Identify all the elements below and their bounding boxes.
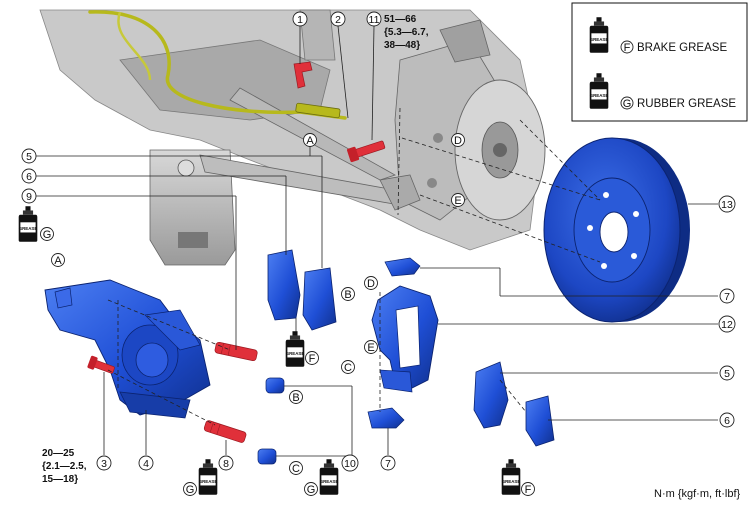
marker-e-bracket: E bbox=[367, 342, 374, 354]
torque-bottom-line-1: 20—25 bbox=[42, 448, 75, 459]
guide-pin-lower bbox=[203, 420, 247, 443]
legend-rubber-grease: RUBBER GREASE bbox=[637, 98, 736, 110]
marker-g-left: G bbox=[43, 229, 52, 241]
pad-outer bbox=[267, 249, 301, 321]
marker-g-10: G bbox=[307, 484, 316, 496]
torque-bottom-line-2: {2.1—2.5, bbox=[42, 461, 87, 472]
torque-spec-top: 51—66 {5.3—6.7, 38—48} bbox=[384, 14, 429, 51]
callout-1: 1 bbox=[297, 14, 303, 26]
callouts: 1 2 11 5 6 9 13 7 12 5 6 3 4 8 10 7 bbox=[21, 11, 736, 472]
grease-tube-g-8 bbox=[198, 459, 218, 495]
marker-d-top: D bbox=[454, 135, 462, 147]
marker-g-8: G bbox=[186, 484, 195, 496]
grease-tube-g-left bbox=[18, 206, 38, 242]
callout-6a: 6 bbox=[26, 171, 32, 183]
pad-inner-replacement bbox=[525, 395, 555, 447]
callout-11: 11 bbox=[369, 14, 380, 26]
legend-g-letter: G bbox=[623, 98, 632, 110]
grease-tube-f-right bbox=[501, 459, 521, 495]
brake-disc bbox=[543, 137, 690, 323]
legend: F BRAKE GREASE G RUBBER GREASE bbox=[571, 2, 748, 122]
callout-6b: 6 bbox=[724, 415, 730, 427]
caliper-bracket bbox=[371, 285, 439, 393]
callout-12: 12 bbox=[721, 319, 733, 331]
pad-inner bbox=[302, 267, 337, 331]
grease-tube-g-10 bbox=[319, 459, 339, 495]
bleeder-screw bbox=[87, 355, 115, 374]
torque-bottom-line-3: 15—18} bbox=[42, 474, 78, 485]
legend-brake-grease: BRAKE GREASE bbox=[637, 42, 727, 54]
marker-f-pads: F bbox=[309, 353, 316, 365]
hose-clip bbox=[293, 61, 313, 89]
callout-5b: 5 bbox=[724, 368, 730, 380]
marker-f-right: F bbox=[525, 484, 532, 496]
letter-markers: A A D E D B E C B C G F G G F bbox=[40, 133, 535, 496]
pin-boot-upper bbox=[265, 377, 285, 394]
callout-10: 10 bbox=[344, 458, 356, 470]
callout-13: 13 bbox=[721, 199, 733, 211]
pad-clip-lower bbox=[367, 407, 405, 429]
callout-8: 8 bbox=[223, 458, 229, 470]
caliper-body bbox=[44, 279, 211, 419]
marker-c-bracket: C bbox=[344, 362, 352, 374]
grease-tube-f-pads bbox=[285, 331, 305, 367]
callout-7a: 7 bbox=[724, 291, 730, 303]
marker-d-bracket: D bbox=[367, 278, 375, 290]
callout-9: 9 bbox=[26, 191, 32, 203]
guide-pin-upper bbox=[214, 341, 258, 362]
marker-b-bracket: B bbox=[344, 289, 351, 301]
pin-boot-lower bbox=[257, 448, 277, 465]
assembly-lines bbox=[107, 107, 601, 426]
pad-outer-replacement bbox=[473, 361, 509, 429]
torque-spec-bottom: 20—25 {2.1—2.5, 15—18} bbox=[42, 448, 87, 485]
callout-4: 4 bbox=[143, 458, 149, 470]
callout-7b: 7 bbox=[385, 458, 391, 470]
callout-3: 3 bbox=[101, 458, 107, 470]
callout-5a: 5 bbox=[26, 151, 32, 163]
caliper-bracket-bolt bbox=[346, 140, 386, 163]
torque-top-line-2: {5.3—6.7, bbox=[384, 27, 429, 38]
marker-c-boot: C bbox=[292, 463, 300, 475]
marker-e-top: E bbox=[454, 195, 461, 207]
legend-f-letter: F bbox=[624, 42, 631, 54]
marker-a-top: A bbox=[306, 135, 314, 147]
units-label: N·m {kgf·m, ft·lbf} bbox=[654, 488, 741, 500]
torque-top-line-1: 51—66 bbox=[384, 14, 417, 25]
vehicle-structure bbox=[39, 9, 546, 266]
marker-b-boot: B bbox=[292, 392, 299, 404]
callout-2: 2 bbox=[335, 14, 341, 26]
torque-top-line-3: 38—48} bbox=[384, 40, 420, 51]
brake-hose bbox=[88, 10, 347, 120]
marker-a-left: A bbox=[54, 255, 62, 267]
hose-fitting bbox=[295, 102, 341, 119]
pad-clip-upper bbox=[384, 257, 421, 277]
